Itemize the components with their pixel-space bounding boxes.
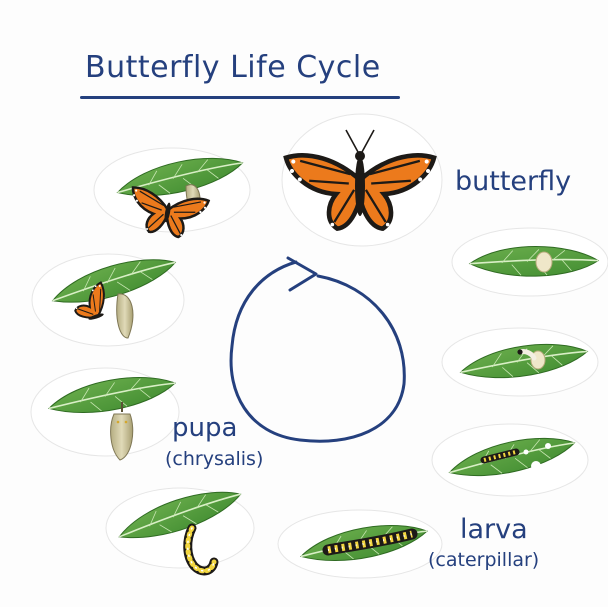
diagram-title: Butterfly Life Cycle [85, 53, 381, 83]
label-pupa: pupa [172, 415, 237, 441]
label-caterpillar: (caterpillar) [428, 551, 539, 570]
title-underline [80, 96, 400, 99]
label-chrysalis: (chrysalis) [165, 450, 263, 469]
label-larva: larva [460, 516, 528, 543]
label-butterfly: butterfly [455, 168, 571, 195]
cycle-arrow [231, 258, 404, 441]
